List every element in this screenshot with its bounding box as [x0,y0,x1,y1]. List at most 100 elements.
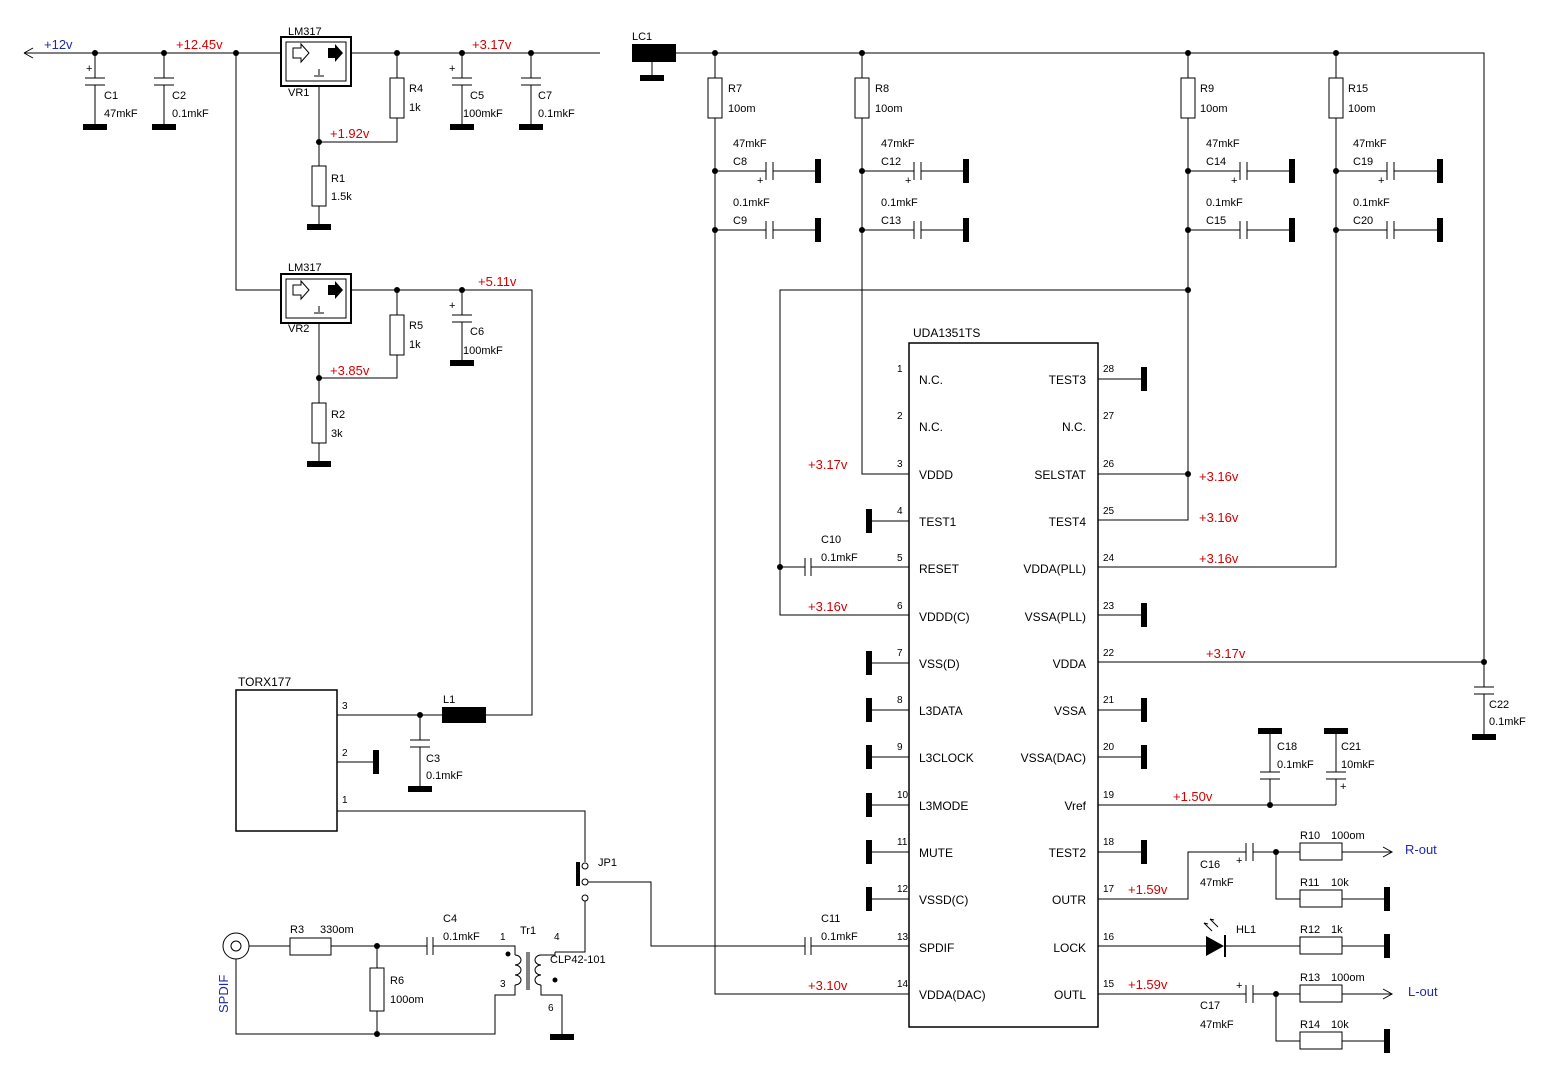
pin3-voltage: +3.17v [808,457,848,472]
r15-value: 10om [1348,103,1376,115]
ground-symbol [1437,218,1443,242]
inductor-l1 [442,707,486,723]
pin14-voltage: +3.10v [808,978,848,993]
ground-symbol [83,124,107,130]
resistor-r14 [1299,1031,1343,1050]
reg-input-voltage-label: +12.45v [176,37,223,52]
ic-pin-number: 25 [1103,506,1115,517]
pin17-voltage: +1.59v [1128,882,1168,897]
ic-pin-name: L3CLOCK [919,751,974,765]
ground-symbol [450,124,474,130]
pin15-voltage: +1.59v [1128,977,1168,992]
spdif-input-section: SPDIF R3 330om R6 100om C4 0.1mkF 1 3 4 … [216,913,606,1040]
r2-value: 3k [331,428,343,440]
ic-pin-number: 13 [897,932,909,943]
c22-value: 0.1mkF [1489,716,1526,728]
ic-pin-name: TEST4 [1049,515,1087,529]
r1-value: 1.5k [331,191,352,203]
ground-symbol [307,224,331,230]
ic-pins-right: 28TEST327N.C.26SELSTAT25TEST424VDDA(PLL)… [1021,364,1115,1002]
ic-body [908,342,1099,1028]
tr1-part: CLP42-101 [550,954,606,966]
c20-value: 0.1mkF [1353,197,1390,209]
transformer-tr1: 1 3 4 6 Tr1 CLP42-101 [500,925,606,1040]
c4-value: 0.1mkF [443,931,480,943]
c11-value: 0.1mkF [821,931,858,943]
c2-value: 0.1mkF [172,108,209,120]
ic-pin-number: 8 [897,695,903,706]
ic-pin-name: VSSA(PLL) [1025,610,1086,624]
vr2-body [280,273,352,324]
hl1-ref: HL1 [1236,924,1256,936]
r9-value: 10om [1200,103,1228,115]
c6-ref: C6 [470,326,484,338]
ground-symbol [815,218,821,242]
tr1-pin1: 1 [500,932,506,943]
r5-ref: R5 [409,320,423,332]
vref-caps: + C18 0.1mkF C21 10mkF [1098,728,1375,808]
torx177-module: TORX177 3 2 1 C3 0.1mkF L1 [235,675,586,862]
ic-pin-name: N.C. [919,420,943,434]
c13-ref: C13 [881,215,901,227]
resistor-r13 [1299,984,1343,1003]
c14-value: 47mkF [1206,138,1240,150]
vr2-ref: VR2 [288,323,309,335]
r3-value: 330om [320,924,354,936]
resistor-r11 [1299,889,1343,908]
c10-ref: C10 [821,534,841,546]
jumper-jp1: JP1 C11 0.1mkF [555,857,909,955]
c9-ref: C9 [733,215,747,227]
torx-pin3: 3 [342,701,348,712]
ic-pin-name: VDDA(DAC) [919,988,986,1002]
capacitor-c7: C7 0.1mkF [519,53,575,130]
polarity-mark: + [905,175,911,187]
ic-pin-name: LOCK [1053,941,1086,955]
ground-symbol [1472,734,1496,740]
r2-ref: R2 [331,409,345,421]
rca-connector-icon [222,932,250,960]
ground-symbol [1384,887,1390,911]
polarity-mark: + [1231,175,1237,187]
c7-value: 0.1mkF [538,108,575,120]
ic-pin-number: 3 [897,459,903,470]
c15-value: 0.1mkF [1206,197,1243,209]
ground-symbol [550,1034,574,1040]
ic-pin-number: 20 [1103,742,1115,753]
ic-pin-number: 21 [1103,695,1115,706]
r11-ref: R11 [1300,877,1319,889]
c12-value: 47mkF [881,138,915,150]
ground-symbol [152,124,176,130]
vr1-body [280,36,352,87]
r6-ref: R6 [390,975,404,987]
r11-value: 10k [1331,877,1349,889]
ic-pin-name: L3DATA [919,704,963,718]
ground-symbol [963,218,969,242]
ic-pin-number: 12 [897,884,909,895]
c2-ref: C2 [172,90,186,102]
pin24-voltage: +3.16v [1199,551,1239,566]
ic-pin-name: SELSTAT [1034,468,1086,482]
ground-symbol [408,786,432,792]
r14-ref: R14 [1300,1019,1320,1031]
c18-ref: C18 [1277,741,1297,753]
resistor-r2 [311,402,327,444]
resistor-r3 [289,937,332,956]
ic-pin-name: VSS(D) [919,657,960,671]
r13-ref: R13 [1300,972,1320,984]
c3-value: 0.1mkF [426,770,463,782]
c17-ref: C17 [1200,1000,1220,1012]
c5-ref: C5 [470,90,484,102]
c19-ref: C19 [1353,156,1373,168]
resistor-r6 [369,967,385,1012]
c7-ref: C7 [538,90,552,102]
ic-title: UDA1351TS [913,326,980,340]
lc1-ref: LC1 [632,31,652,43]
capacitor-c10: C10 0.1mkF [777,534,909,576]
c3-ref: C3 [426,753,440,765]
torx-title: TORX177 [238,675,291,689]
torx-pin1: 1 [342,795,348,806]
ic-pin-number: 27 [1103,411,1115,422]
ic-pin-number: 24 [1103,553,1115,564]
ic-pin-name: VSSA(DAC) [1021,751,1086,765]
c15-ref: C15 [1206,215,1226,227]
